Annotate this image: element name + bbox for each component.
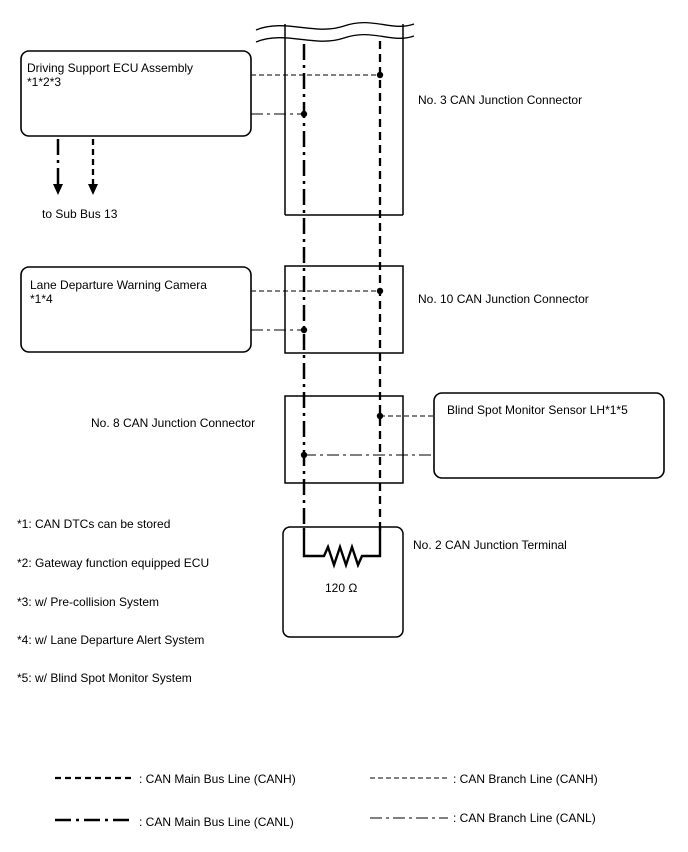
lane-departure-camera-box [20, 266, 252, 353]
footnotes: *1: CAN DTCs can be stored *2: Gateway f… [17, 517, 209, 685]
no2-junction-terminal [282, 526, 404, 638]
footnote-4: *4: w/ Lane Departure Alert System [17, 633, 204, 647]
terminating-resistor [302, 528, 382, 569]
lane-departure-camera-notes: *1*4 [30, 292, 53, 306]
legend-branch-canl-label: : CAN Branch Line (CANL) [453, 811, 596, 825]
legend-main-canl-label: : CAN Main Bus Line (CANL) [139, 815, 294, 829]
junction-dot [300, 326, 308, 334]
resistor-value-label: 120 Ω [325, 581, 357, 595]
no8-connector-label: No. 8 CAN Junction Connector [91, 416, 255, 430]
arrow-down-icon [53, 184, 63, 195]
junction-dot [376, 287, 384, 295]
driving-support-ecu-box [20, 50, 252, 137]
blind-spot-sensor-name: Blind Spot Monitor Sensor LH*1*5 [447, 403, 628, 417]
footnote-2: *2: Gateway function equipped ECU [17, 556, 209, 570]
no3-connector-label: No. 3 CAN Junction Connector [418, 93, 582, 107]
no2-terminal-label: No. 2 CAN Junction Terminal [413, 538, 567, 552]
driving-support-ecu-name: Driving Support ECU Assembly [27, 61, 193, 75]
junction-dot [376, 71, 384, 79]
junction-dot [300, 110, 308, 118]
arrow-down-icon [88, 184, 98, 195]
legend: : CAN Main Bus Line (CANH) : CAN Main Bu… [55, 772, 598, 829]
no10-junction-connector [284, 265, 404, 354]
footnote-3: *3: w/ Pre-collision System [17, 595, 159, 609]
footnote-5: *5: w/ Blind Spot Monitor System [17, 671, 192, 685]
lane-departure-camera-name: Lane Departure Warning Camera [30, 278, 207, 292]
legend-branch-canh-label: : CAN Branch Line (CANH) [453, 772, 598, 786]
break-line-upper [255, 21, 415, 31]
legend-main-canh-label: : CAN Main Bus Line (CANH) [139, 772, 296, 786]
junction-dot [300, 451, 308, 459]
sub-bus-label: to Sub Bus 13 [42, 207, 118, 221]
junction-dot [376, 412, 384, 420]
no8-junction-connector [284, 395, 404, 484]
driving-support-ecu-notes: *1*2*3 [27, 75, 61, 89]
blind-spot-sensor-box [433, 392, 665, 479]
sub-bus-arrows [53, 139, 98, 195]
junction-dots [300, 71, 384, 459]
no10-connector-label: No. 10 CAN Junction Connector [418, 292, 589, 306]
break-line-lower [255, 33, 415, 43]
no3-junction-connector [255, 21, 415, 216]
footnote-1: *1: CAN DTCs can be stored [17, 517, 170, 531]
